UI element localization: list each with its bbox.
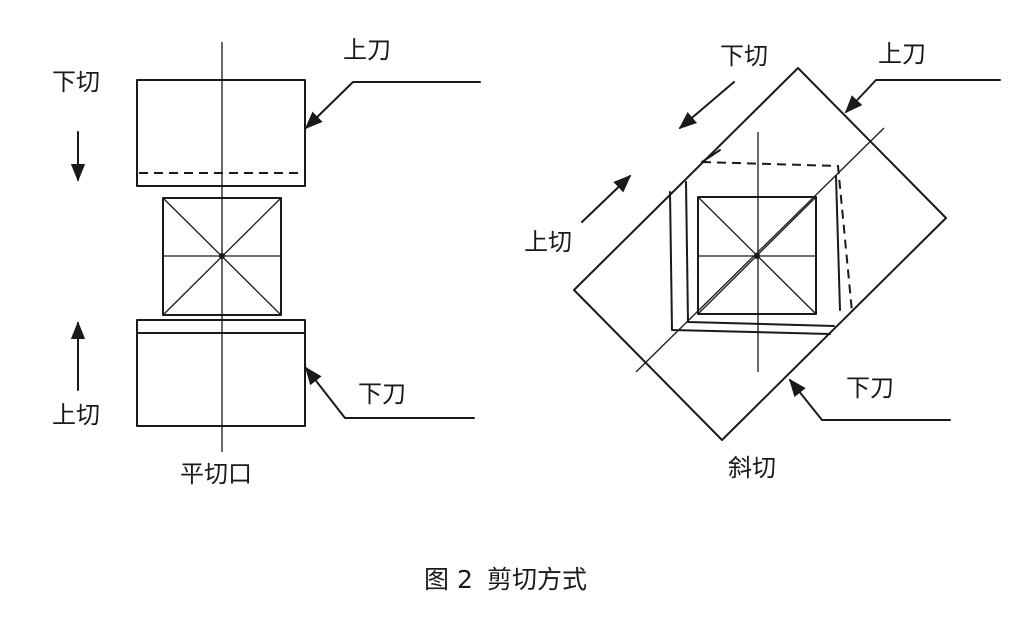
figure-title: 剪切方式 [487,565,587,594]
label-upper-blade: 上刀 [343,36,391,64]
diagonal-centerline [635,127,885,373]
label-lower-blade: 下刀 [358,380,406,408]
lower-blade-leader [788,378,951,421]
upper-blade-tip [701,149,721,163]
workpiece [162,197,282,316]
upper-blade-dashed-edge [701,161,853,313]
lower-blade-edge-inner [685,181,835,327]
label-upper-blade: 上刀 [878,40,926,68]
upper-blade-leader [844,79,1001,114]
down-cut-arrow [678,81,735,130]
label-up-cut: 上切 [52,401,100,429]
figure-number: 图 2 [424,565,473,594]
caption-flat-cut: 平切口 [180,460,252,488]
lower-blade-edge-outer [669,191,831,335]
upper-blade-edge [835,175,841,311]
caption-oblique-cut: 斜切 [728,454,776,482]
blade-outline [573,67,947,441]
label-down-cut: 下切 [720,42,768,70]
workpiece [697,196,817,315]
label-down-cut: 下切 [52,68,100,96]
flat-cut-diagram: 下切 上刀 上切 下刀 平切口 [52,36,481,488]
lower-blade-leader [304,366,475,419]
lower-blade [136,319,306,427]
figure-caption: 图 2 剪切方式 [424,565,587,594]
upper-blade-leader [304,81,481,130]
label-lower-blade: 下刀 [846,374,894,402]
upper-blade [136,79,306,187]
label-up-cut: 上切 [524,228,572,256]
oblique-cut-diagram: 下切 上刀 上切 下刀 斜切 [524,40,1001,482]
up-cut-arrow [581,174,632,223]
